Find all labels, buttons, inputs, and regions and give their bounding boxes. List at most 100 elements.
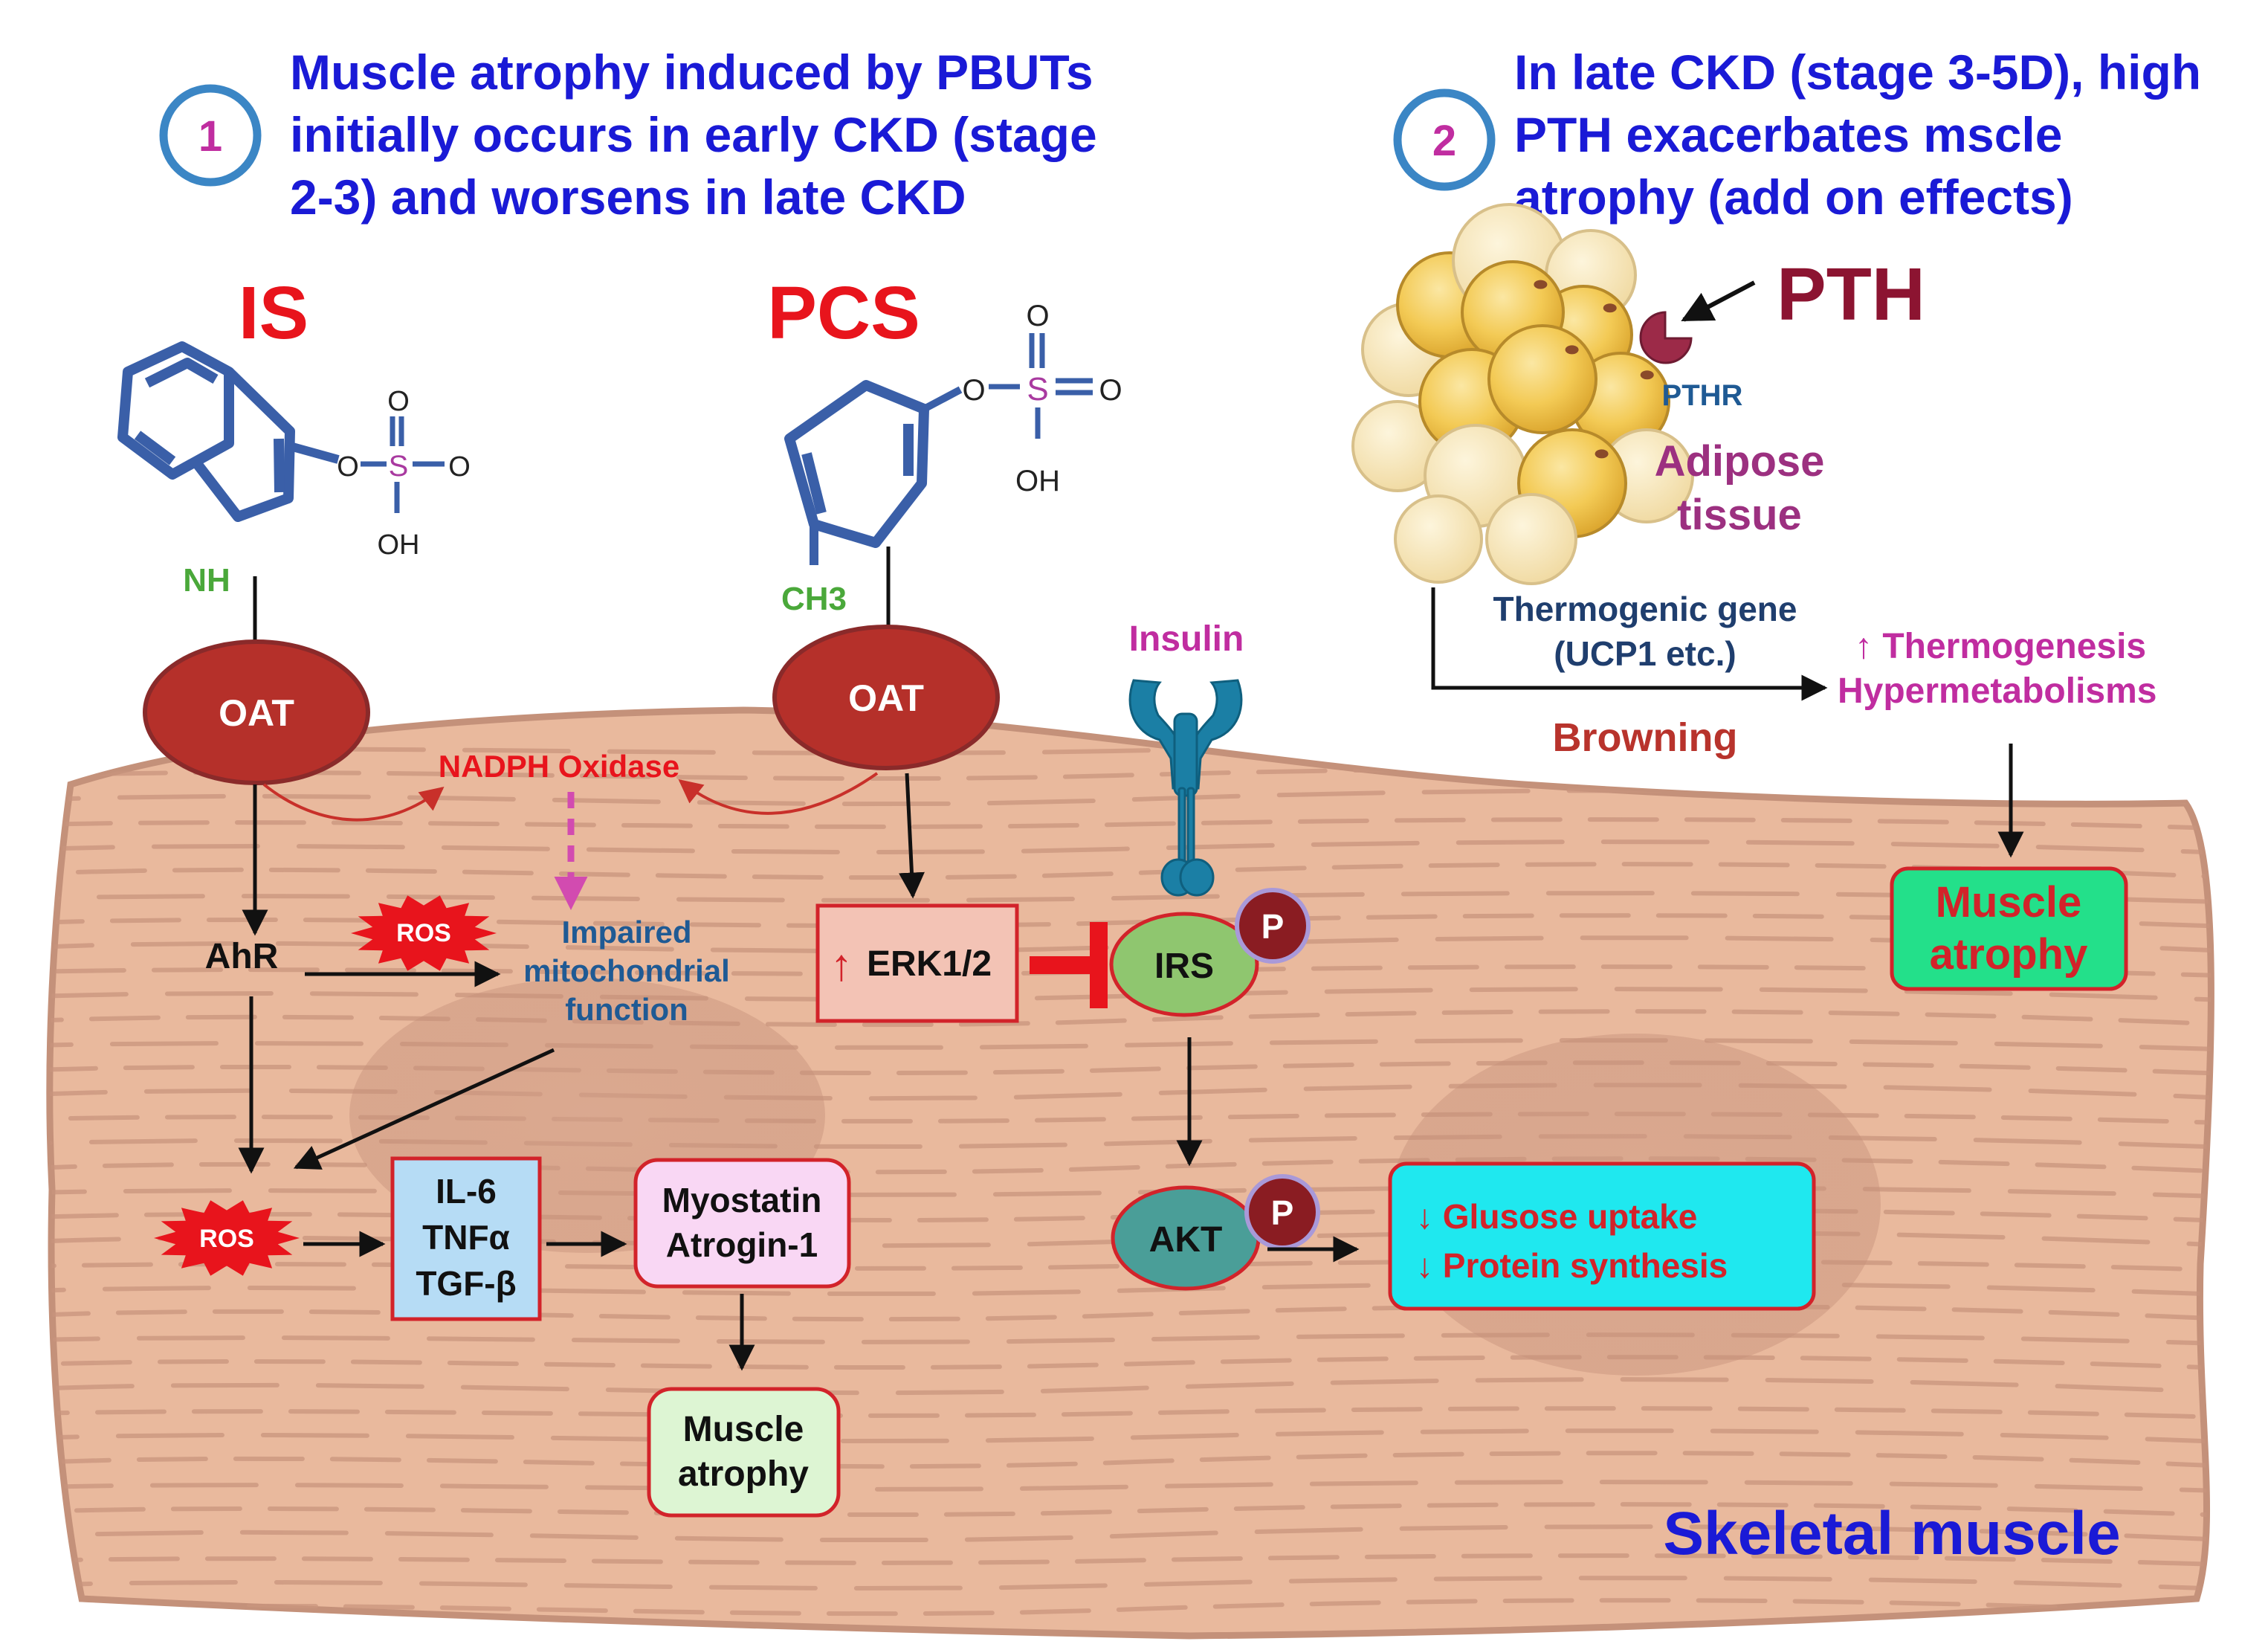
striation-line (49, 1156, 2212, 1175)
adipose-to-thermogenesis-arrow (1431, 587, 1828, 701)
ros-top-label: ROS (396, 919, 451, 947)
myostatin-box: Myostatin Atrogin-1 (633, 1158, 851, 1289)
cytokines-box: IL-6 TNFα TGF-β (390, 1156, 542, 1321)
striation-line (49, 1208, 2212, 1224)
impaired-line2: mitochondrial (523, 953, 730, 988)
adipocyte-nucleus (1640, 370, 1654, 380)
oat-transporter-right: OAT (772, 625, 1000, 770)
pth-receptor (1639, 311, 1693, 364)
striation-line (49, 1553, 2212, 1567)
panel2-title-line2: PTH exacerbates mscle (1514, 107, 2062, 162)
panel2-number-circle (1393, 88, 1496, 191)
is-oxygen-top: O (387, 386, 410, 417)
oat-right-to-nadph-arrow (678, 772, 879, 815)
ros-bottom-label: ROS (199, 1225, 254, 1253)
nadph-oxidase-label: NADPH Oxidase (439, 749, 679, 784)
impaired-line3: function (565, 992, 688, 1027)
akt-node: AKT (1111, 1185, 1261, 1291)
atrophy-left-line1: Muscle (683, 1410, 804, 1449)
striation-line (49, 1332, 2212, 1347)
muscle-atrophy-box-left: Muscle atrophy (647, 1387, 841, 1518)
striation-line (49, 839, 2212, 856)
muscle-atrophy-box-right: Muscle atrophy (1890, 866, 2128, 991)
ahr-label: AhR (205, 937, 279, 976)
is-nh-label: NH (183, 562, 230, 599)
oat-transporter-left: OAT (143, 639, 370, 785)
skeletal-muscle-label: Skeletal muscle (1663, 1500, 2120, 1567)
pcs-ch3-label: CH3 (781, 581, 847, 617)
thermogenic-line1: Thermogenic gene (1493, 590, 1797, 628)
oat-left-label: OAT (219, 692, 294, 734)
atrophy-right-line2: atrophy (1930, 930, 2088, 979)
adipocyte-cell (1394, 494, 1483, 584)
metabolic-effects-box: ↓ Glusose uptake ↓ Protein synthesis (1388, 1161, 1816, 1311)
panel2-title-line3: atrophy (add on effects) (1514, 170, 2073, 225)
insulin-receptor (1128, 679, 1243, 897)
panel1-header: 1 Muscle atrophy induced by PBUTs initia… (159, 45, 1097, 225)
hypermetabolism-label: Hypermetabolisms (1838, 671, 2157, 711)
irs-phospho-badge: P (1235, 888, 1311, 964)
panel2-header: 2 In late CKD (stage 3-5D), high PTH exa… (1393, 45, 2201, 225)
pth-to-receptor-arrow (1681, 280, 1756, 322)
erk-label: ERK1/2 (867, 944, 992, 984)
is-label: IS (239, 271, 308, 355)
akt-phospho-label: P (1271, 1193, 1294, 1232)
panel1-title-line2: initially occurs in early CKD (stage (290, 107, 1097, 162)
adipocyte-nucleus (1565, 345, 1579, 355)
erk-inhibits-irs (1030, 922, 1108, 1008)
myostatin-label: Myostatin (662, 1181, 822, 1219)
striation-line (49, 1428, 2212, 1445)
erk-box: ↑ ERK1/2 (815, 903, 1019, 1023)
mito-to-ros-arrow (293, 1048, 555, 1170)
striation-line (49, 891, 2212, 905)
striation-line (49, 1451, 2212, 1469)
panel1-number-circle (159, 84, 262, 187)
cytokine-tgfb: TGF-β (416, 1264, 516, 1303)
striation-line (49, 1009, 2212, 1028)
adipose-tissue-cluster (1351, 203, 1694, 585)
akt-phospho-badge: P (1244, 1174, 1320, 1250)
panel1-title-line1: Muscle atrophy induced by PBUTs (290, 45, 1093, 100)
irs-phospho-label: P (1261, 907, 1285, 946)
cytokine-tnfa: TNFα (422, 1218, 510, 1257)
adipocyte-nucleus (1603, 303, 1617, 313)
striation-line (49, 1480, 2212, 1494)
striation-line (49, 1038, 2212, 1052)
is-sulfur: S (389, 450, 409, 483)
pcs-label: PCS (767, 271, 920, 355)
adipocyte-cell (1485, 493, 1577, 585)
panel1-title-line3: 2-3) and worsens in late CKD (290, 170, 966, 225)
oat-to-erk-arrow (898, 773, 925, 899)
pcs-sulfur: S (1027, 371, 1048, 407)
is-oxygen-ester: O (337, 451, 359, 483)
pth-label: PTH (1777, 253, 1925, 336)
pcs-hydroxyl: OH (1015, 465, 1060, 497)
thermogenesis-label: ↑ Thermogenesis (1855, 627, 2146, 666)
p-cresyl-sulfate-structure (784, 380, 929, 548)
striation-line (49, 1303, 2212, 1322)
irs-label: IRS (1154, 947, 1214, 986)
pcs-oxygen-top: O (1026, 300, 1049, 332)
adipose-line2: tissue (1677, 491, 1802, 539)
striation-line (49, 1355, 2212, 1371)
adipocyte-nucleus (1595, 449, 1609, 459)
panel2-title-line1: In late CKD (stage 3-5D), high (1514, 45, 2201, 100)
is-sulfate-group: O S O O OH (288, 386, 471, 561)
striation-line (49, 964, 2212, 979)
striation-line (49, 1576, 2212, 1592)
panel2-number: 2 (1432, 117, 1456, 165)
oat-right-label: OAT (848, 677, 924, 719)
pcs-oxygen-ester: O (962, 374, 985, 407)
striation-line (49, 1281, 2212, 1298)
striation-line (49, 1502, 2212, 1518)
adipocyte-cell (1487, 324, 1597, 434)
akt-label: AKT (1149, 1220, 1223, 1260)
striation-line (49, 1406, 2212, 1420)
striation-line (49, 1598, 2212, 1617)
browning-label: Browning (1553, 715, 1738, 760)
striation-line (49, 817, 2212, 831)
indoxyl-sulfate-structure (117, 341, 295, 522)
cytokine-il6: IL-6 (436, 1172, 497, 1211)
impaired-line1: Impaired (561, 915, 691, 950)
